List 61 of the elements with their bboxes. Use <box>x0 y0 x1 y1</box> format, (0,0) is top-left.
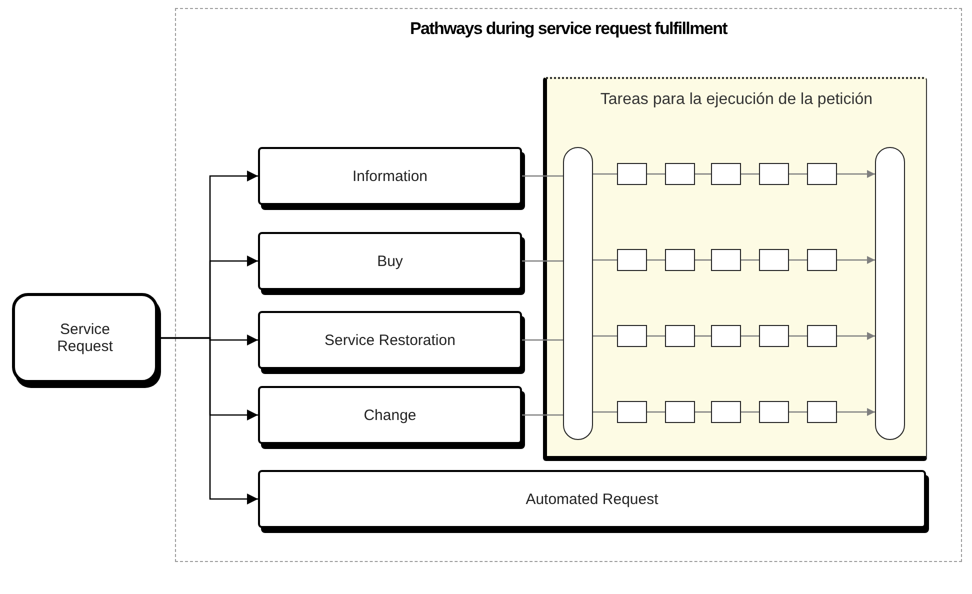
task-box <box>807 249 837 271</box>
capsule-shape <box>875 147 905 440</box>
connector-line <box>647 335 665 337</box>
task-box <box>617 401 647 423</box>
connector-line <box>647 411 665 413</box>
frame-heading: Pathways during service request fulfillment <box>408 19 729 39</box>
task-box <box>759 163 789 185</box>
arrow <box>837 170 875 178</box>
connector-line <box>593 335 617 337</box>
connector-line <box>741 259 759 261</box>
box-label: Service Restoration <box>324 332 456 348</box>
task-box <box>711 325 741 347</box>
box-label: Buy <box>377 252 403 270</box>
task-box <box>711 249 741 271</box>
task-box <box>807 401 837 423</box>
connector-line <box>522 414 563 416</box>
box-label: Service Request <box>56 321 114 355</box>
arrow <box>837 332 875 340</box>
task-box <box>759 249 789 271</box>
arrow <box>837 256 875 264</box>
diagram-frame <box>175 8 962 562</box>
task-box <box>617 163 647 185</box>
task-box <box>711 163 741 185</box>
task-box <box>759 401 789 423</box>
arrow <box>837 408 875 416</box>
connector-line <box>522 339 563 341</box>
connector-line <box>695 335 711 337</box>
task-box <box>665 401 695 423</box>
task-panel <box>543 77 927 461</box>
connector-line <box>695 173 711 175</box>
panel-heading: Tareas para la ejecución de la petición <box>599 91 874 109</box>
task-box <box>617 325 647 347</box>
arrow <box>158 337 258 504</box>
connector-line <box>741 335 759 337</box>
task-box <box>807 325 837 347</box>
connector-line <box>593 259 617 261</box>
task-box <box>617 249 647 271</box>
connector-line <box>741 411 759 413</box>
task-box <box>807 163 837 185</box>
task-box <box>759 325 789 347</box>
task-box <box>665 163 695 185</box>
connector-line <box>522 175 563 177</box>
task-box <box>665 249 695 271</box>
connector-line <box>647 259 665 261</box>
box-label: Information <box>352 168 428 184</box>
connector-line <box>695 259 711 261</box>
connector-line <box>593 173 617 175</box>
capsule-shape <box>563 147 593 440</box>
connector-line <box>789 173 807 175</box>
task-box <box>711 401 741 423</box>
task-box <box>665 325 695 347</box>
connector-line <box>789 259 807 261</box>
connector-line <box>789 411 807 413</box>
connector-line <box>695 411 711 413</box>
connector-line <box>593 411 617 413</box>
box-label: Automated Request <box>526 490 658 508</box>
connector-line <box>789 335 807 337</box>
connector-line <box>647 173 665 175</box>
connector-line <box>741 173 759 175</box>
box-label: Change <box>364 406 416 424</box>
connector-line <box>522 260 563 262</box>
